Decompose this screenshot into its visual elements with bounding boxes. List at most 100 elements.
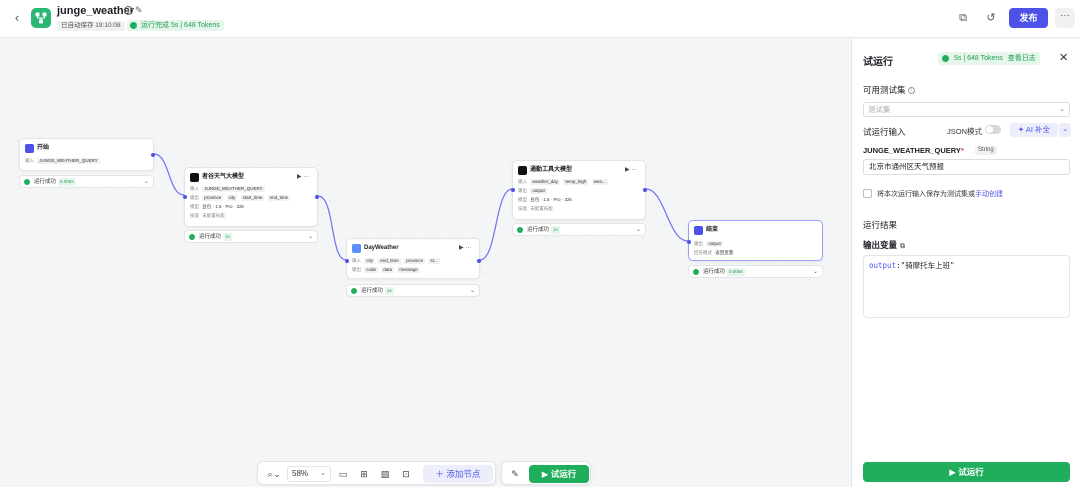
node-skill-row: 技能 未配置技能 [518, 206, 553, 212]
node-tool-llm[interactable]: 通勤工具大模型 ▶ ··· 输入 weather_day temp_high w… [511, 160, 647, 220]
history-icon[interactable]: ↺ [986, 12, 996, 24]
result-label: 运行成功 [527, 227, 550, 233]
json-mode-label: JSON模式 [947, 127, 983, 136]
output-port[interactable] [477, 259, 481, 263]
node-title: 通勤工具大模型 [530, 167, 573, 173]
output-var: city [226, 195, 238, 201]
save-testset-text: 将本次运行输入保存为测试集或手动创建 [877, 189, 1003, 199]
success-check-icon [24, 179, 30, 185]
input-label: 输入 [190, 186, 199, 191]
node-day-weather[interactable]: DayWeather ▶ ··· 输入 city end_time provin… [345, 238, 481, 279]
testset-placeholder: 测试集 [868, 105, 891, 114]
node-output-row: 输出 province city start_time end_time [190, 195, 292, 201]
output-var: data [381, 267, 395, 273]
more-menu-button[interactable]: ··· [1055, 8, 1075, 28]
result-time: 1s [385, 287, 394, 295]
fit-view-icon[interactable]: ⊡ [402, 469, 410, 479]
zoom-select[interactable]: 58% ⌄ [287, 466, 331, 482]
node-model-row: 模型 豆包 · 1.5 · Pro · 32k [518, 197, 572, 203]
info-icon[interactable]: i [124, 6, 133, 15]
node-end[interactable]: 结束 输出 output 回答模式 返回变量 [687, 220, 823, 261]
debug-tool-icon[interactable]: ✎ [511, 469, 519, 479]
run-tokens: 5s | 648 Tokens [954, 55, 1003, 62]
grid-layout-icon[interactable]: ⊞ [360, 469, 368, 479]
edge-start-weather [153, 153, 185, 196]
variable-value-input[interactable]: 北京市通州区天气预报 [863, 159, 1070, 175]
mouse-mode-icon[interactable]: ⌕ [267, 469, 273, 479]
plugin-node-icon [352, 244, 361, 253]
input-var: province [404, 258, 426, 264]
chevron-down-icon[interactable]: ⌄ [143, 179, 149, 185]
node-controls[interactable]: ▶ ··· [297, 174, 310, 180]
node-output-row: 输出 code data message [352, 267, 422, 273]
result-label: 运行成功 [199, 234, 222, 240]
output-label: 输出 [190, 195, 199, 200]
node-controls[interactable]: ▶ ··· [625, 167, 638, 173]
input-var: JUNGE_WEATHER_QUERY [202, 186, 265, 192]
output-var: end_time [267, 195, 291, 201]
success-check-icon [189, 234, 195, 240]
output-port[interactable] [315, 195, 319, 199]
node-output-row: 输出 output [694, 241, 725, 247]
panel-test-run-button[interactable]: ▶ 试运行 [863, 462, 1070, 482]
output-var: province [202, 195, 224, 201]
node-start[interactable]: 开始 输入 JUNGE_WEATHER_QUERY [19, 138, 155, 171]
input-port[interactable] [687, 240, 691, 244]
panel-title: 试运行 [863, 57, 893, 68]
copy-icon[interactable]: ⧉ [959, 12, 967, 24]
panel-run-badge[interactable]: 5s | 648 Tokens 查看日志 [938, 52, 1040, 65]
manual-create-link[interactable]: 手动创建 [975, 191, 1003, 198]
input-var: city [364, 258, 376, 264]
back-arrow-icon[interactable]: ‹ [14, 10, 20, 25]
edit-icon[interactable]: ✎ [135, 5, 143, 15]
result-label: 运行成功 [34, 179, 57, 185]
chevron-down-icon[interactable]: ⌄ [469, 288, 475, 294]
run-result-label: 运行结果 [863, 220, 898, 230]
variable-type-badge: String [975, 146, 997, 155]
comment-icon[interactable]: ▭ [338, 469, 348, 479]
node-input-row: 输入 weather_day temp_high wea... [518, 179, 610, 185]
end-node-icon [694, 226, 703, 235]
output-value: "骑摩托车上班" [900, 261, 955, 270]
input-port[interactable] [345, 259, 349, 263]
publish-button[interactable]: 发布 [1009, 8, 1048, 28]
llm-node-icon [190, 173, 199, 182]
copy-icon[interactable]: ⧉ [900, 243, 906, 250]
chevron-down-icon[interactable]: ⌄ [812, 269, 818, 275]
input-port[interactable] [183, 195, 187, 199]
chevron-down-icon[interactable]: ⌄ [273, 469, 281, 479]
output-port[interactable] [151, 153, 155, 157]
add-node-button[interactable]: ＋ 添加节点 [423, 465, 493, 483]
start-node-icon [25, 144, 34, 153]
input-port[interactable] [511, 188, 515, 192]
chevron-down-icon: ⌄ [320, 470, 326, 477]
success-check-icon [942, 55, 949, 62]
minimap-icon[interactable]: ▨ [380, 469, 390, 479]
info-icon[interactable]: i [907, 87, 915, 95]
save-testset-checkbox[interactable] [863, 189, 872, 198]
chevron-down-icon[interactable]: ⌄ [307, 234, 313, 240]
result-time: 0.006s [727, 268, 745, 276]
ai-fill-button[interactable]: ✦ AI 补全 [1010, 123, 1058, 137]
testset-select[interactable]: 测试集 ⌄ [863, 102, 1070, 117]
output-port[interactable] [643, 188, 647, 192]
view-log-link[interactable]: 查看日志 [1007, 55, 1036, 62]
node-weather-llm[interactable]: 者谷天气大模型 ▶ ··· 输入 JUNGE_WEATHER_QUERY 输出 … [183, 167, 319, 227]
canvas-test-run-button[interactable]: ▶ 试运行 [529, 465, 589, 483]
chevron-down-icon[interactable]: ⌄ [635, 227, 641, 233]
chevron-down-icon[interactable]: ⌄ [1059, 123, 1071, 137]
close-icon[interactable]: ✕ [1059, 52, 1069, 64]
model-label: 模型 [190, 204, 199, 209]
json-mode-toggle[interactable] [985, 125, 1001, 134]
input-label: 输入 [518, 179, 527, 184]
input-var: weather_day [530, 179, 561, 185]
node-controls[interactable]: ▶ ··· [459, 245, 472, 251]
